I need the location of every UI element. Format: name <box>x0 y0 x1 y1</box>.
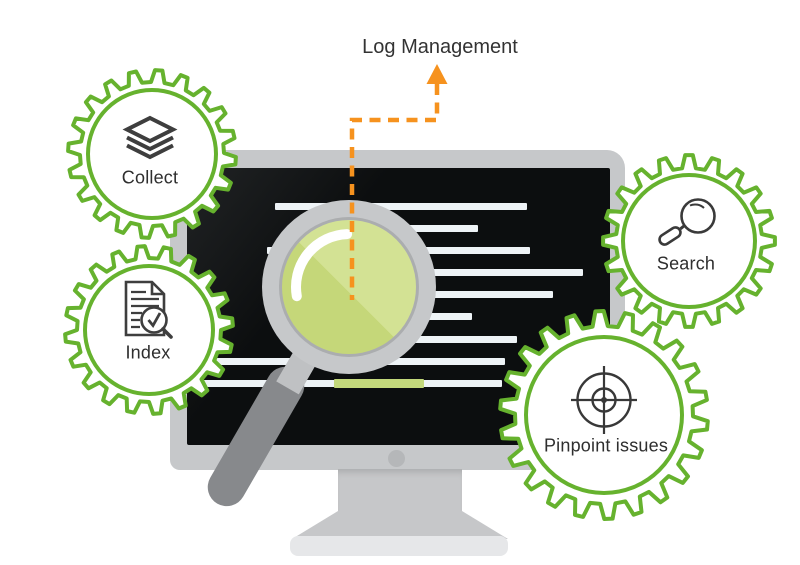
monitor-stand-neck <box>338 469 462 515</box>
magnifying-glass-icon <box>658 198 716 246</box>
gear-label-collect: Collect <box>121 167 179 188</box>
log-line <box>360 269 583 276</box>
layers-icon <box>122 115 178 160</box>
magnifier-lens <box>282 220 416 354</box>
monitor-chin-dot <box>388 450 405 467</box>
log-line <box>378 291 553 298</box>
monitor-stand-base <box>290 536 508 556</box>
page-title: Log Management <box>362 36 518 58</box>
gear-label-index: Index <box>125 342 171 363</box>
crosshair-target-icon <box>571 366 637 434</box>
document-search-icon <box>124 280 173 339</box>
log-line <box>400 336 517 343</box>
log-line-highlighted <box>334 379 424 388</box>
gear-label-pinpoint: Pinpoint issues <box>543 435 669 456</box>
monitor-stand-flare <box>292 511 508 539</box>
log-line <box>390 313 472 320</box>
gear-search <box>601 153 777 329</box>
gear-label-search: Search <box>656 253 716 274</box>
flow-arrowhead-icon <box>426 64 448 84</box>
